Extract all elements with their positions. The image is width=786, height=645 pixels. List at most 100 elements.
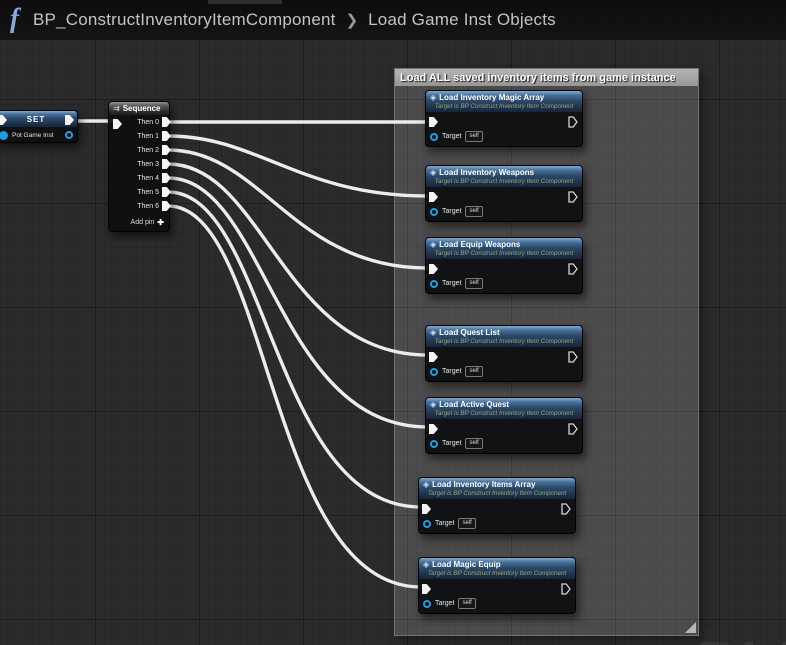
exec-wire-then3: [167, 162, 429, 357]
node-load-equip-weapons[interactable]: ◈ Load Equip Weapons Target is BP Constr…: [425, 237, 583, 294]
exec-out-pin[interactable]: [561, 503, 571, 515]
node-title: Load Quest List: [439, 328, 500, 337]
target-label: Target: [442, 440, 462, 447]
function-icon: ◈: [423, 559, 430, 569]
sequence-icon: ⇉: [113, 103, 120, 113]
node-title: Load Inventory Magic Array: [439, 93, 545, 102]
exec-out-pin[interactable]: [561, 583, 571, 595]
then-pin-row[interactable]: Then 5: [109, 185, 171, 199]
then0-exec-pin[interactable]: [162, 117, 171, 127]
then2-exec-pin[interactable]: [162, 145, 171, 155]
node-load-inventory-magic-array[interactable]: ◈ Load Inventory Magic Array Target is B…: [425, 90, 583, 147]
node-load-active-quest[interactable]: ◈ Load Active Quest Target is BP Constru…: [425, 397, 583, 454]
node-subtitle: Target is BP Construct Inventory Item Co…: [434, 410, 574, 417]
then-pin-row[interactable]: Then 4: [109, 171, 171, 185]
function-icon: ◈: [430, 92, 437, 102]
sequence-node[interactable]: ⇉ Sequence Then 0 Then 1 Then 2 Then 3 T…: [108, 101, 171, 232]
object-in-pin[interactable]: [0, 130, 8, 140]
target-pin[interactable]: [430, 439, 438, 448]
target-pin[interactable]: [423, 519, 431, 528]
then-pin-label: Then 3: [137, 160, 159, 168]
exec-out-pin[interactable]: [65, 115, 74, 125]
target-self-value: self: [458, 518, 476, 529]
then-pin-label: Then 2: [137, 146, 159, 154]
target-pin[interactable]: [430, 279, 438, 288]
exec-in-pin[interactable]: [429, 192, 438, 202]
then-pin-label: Then 6: [137, 202, 159, 210]
function-icon: ◈: [430, 327, 437, 337]
tab-edge: [208, 0, 282, 4]
target-label: Target: [442, 368, 462, 375]
then3-exec-pin[interactable]: [162, 159, 171, 169]
exec-in-pin[interactable]: [422, 504, 431, 514]
exec-in-pin[interactable]: [0, 115, 7, 125]
set-node[interactable]: SET Pot Game Inst: [0, 110, 78, 143]
node-title: Load Inventory Items Array: [432, 480, 536, 489]
then-pin-row[interactable]: Then 1: [109, 129, 171, 143]
function-graph-icon: f: [10, 2, 19, 33]
then-pin-label: Then 4: [137, 174, 159, 182]
target-label: Target: [435, 520, 455, 527]
then-pin-row[interactable]: Then 2: [109, 143, 171, 157]
comment-header[interactable]: Load ALL saved inventory items from game…: [395, 69, 698, 86]
graph-watermark: BLUEPRINT: [697, 629, 786, 645]
exec-in-pin[interactable]: [429, 264, 438, 274]
target-self-value: self: [465, 366, 483, 377]
target-self-value: self: [465, 438, 483, 449]
exec-out-pin[interactable]: [568, 263, 578, 275]
exec-in-pin[interactable]: [429, 352, 438, 362]
add-pin-button[interactable]: Add pin ✚: [109, 213, 169, 231]
exec-out-pin[interactable]: [568, 191, 578, 203]
comment-resize-handle[interactable]: [685, 622, 696, 633]
object-out-pin[interactable]: [65, 131, 73, 139]
then1-exec-pin[interactable]: [162, 131, 171, 141]
node-load-magic-equip[interactable]: ◈ Load Magic Equip Target is BP Construc…: [418, 557, 576, 614]
target-self-value: self: [458, 598, 476, 609]
then4-exec-pin[interactable]: [162, 173, 171, 183]
function-icon: ◈: [423, 479, 430, 489]
breadcrumb-blueprint-name[interactable]: BP_ConstructInventoryItemComponent: [33, 10, 336, 29]
node-title: Load Active Quest: [439, 400, 510, 409]
target-pin[interactable]: [430, 207, 438, 216]
function-icon: ◈: [430, 167, 437, 177]
chevron-right-icon: ❯: [345, 12, 359, 29]
function-icon: ◈: [430, 239, 437, 249]
node-subtitle: Target is BP Construct Inventory Item Co…: [434, 178, 574, 185]
node-subtitle: Target is BP Construct Inventory Item Co…: [427, 490, 567, 497]
exec-out-pin[interactable]: [568, 116, 578, 128]
exec-out-pin[interactable]: [568, 423, 578, 435]
set-pin-label: Pot Game Inst: [12, 131, 54, 139]
then-pin-row[interactable]: Then 0: [109, 115, 171, 129]
then-pin-row[interactable]: Then 6: [109, 199, 171, 213]
target-self-value: self: [465, 206, 483, 217]
exec-wire-then5: [167, 190, 422, 509]
node-load-quest-list[interactable]: ◈ Load Quest List Target is BP Construct…: [425, 325, 583, 382]
exec-out-pin[interactable]: [568, 351, 578, 363]
target-pin[interactable]: [430, 367, 438, 376]
target-pin[interactable]: [423, 599, 431, 608]
exec-wire-then2: [167, 148, 429, 270]
comment-title: Load ALL saved inventory items from game…: [400, 71, 676, 84]
then5-exec-pin[interactable]: [162, 187, 171, 197]
target-label: Target: [435, 600, 455, 607]
node-load-inventory-items-array[interactable]: ◈ Load Inventory Items Array Target is B…: [418, 477, 576, 534]
breadcrumb-graph-name[interactable]: Load Game Inst Objects: [368, 10, 556, 29]
exec-in-pin[interactable]: [429, 424, 438, 434]
target-label: Target: [442, 280, 462, 287]
sequence-node-title: Sequence: [122, 104, 161, 113]
exec-in-pin[interactable]: [113, 119, 122, 129]
exec-in-pin[interactable]: [429, 117, 438, 127]
node-title: Load Equip Weapons: [439, 240, 521, 249]
graph-title-bar: f BP_ConstructInventoryItemComponent ❯ L…: [0, 0, 786, 40]
node-subtitle: Target is BP Construct Inventory Item Co…: [434, 338, 574, 345]
target-self-value: self: [465, 278, 483, 289]
target-pin[interactable]: [430, 132, 438, 141]
then6-exec-pin[interactable]: [162, 201, 171, 211]
node-load-inventory-weapons[interactable]: ◈ Load Inventory Weapons Target is BP Co…: [425, 165, 583, 222]
node-subtitle: Target is BP Construct Inventory Item Co…: [427, 570, 567, 577]
exec-in-pin[interactable]: [422, 584, 431, 594]
then-pin-label: Then 5: [137, 188, 159, 196]
then-pin-row[interactable]: Then 3: [109, 157, 171, 171]
